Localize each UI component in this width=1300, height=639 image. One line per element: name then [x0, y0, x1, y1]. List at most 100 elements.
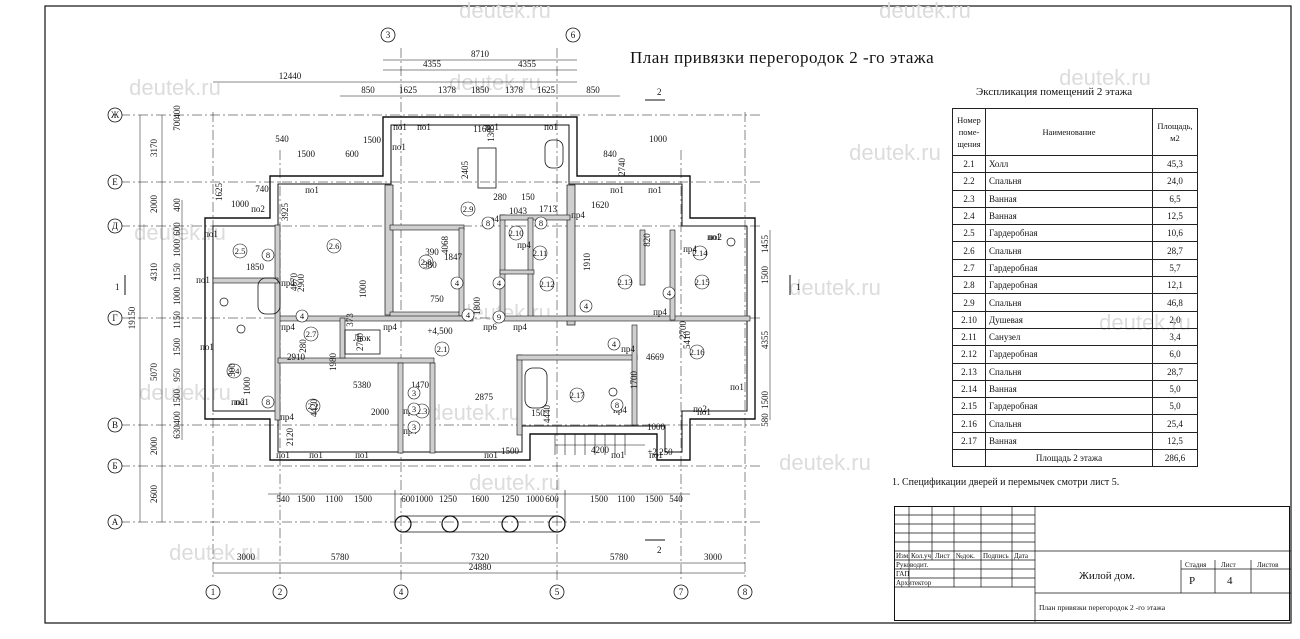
sheet-value: 4: [1227, 575, 1233, 587]
door-marker-circle: [492, 310, 506, 324]
opening-po: по1: [707, 232, 721, 242]
sheet-frame: [44, 5, 1292, 624]
axis-bubble: [107, 107, 123, 123]
col-date: Дата: [1014, 552, 1028, 560]
explication-header-row: Номер поме- щения Наименование Площадь, …: [952, 108, 1198, 156]
room-dimension: 1000: [231, 199, 250, 209]
room-label-circle: [539, 276, 555, 292]
opening-po: по1: [235, 397, 249, 407]
opening-po: по1: [730, 382, 744, 392]
door-marker-circle: [492, 276, 506, 290]
col-list: Лист: [935, 552, 950, 560]
room-name: Спальня: [985, 241, 1153, 260]
room-area: 2,0: [1152, 310, 1198, 329]
opening-pr4: пр4: [281, 278, 295, 288]
room-label: 2.2: [308, 401, 319, 411]
room-name: Холл: [985, 154, 1153, 174]
door-marker-circle: [534, 216, 548, 230]
room-dimension: 1700: [629, 371, 639, 390]
room-label-circle: [460, 201, 476, 217]
room-area: 45,3: [1152, 154, 1198, 174]
room-number: 2.13: [952, 362, 986, 381]
dimension-lines: [139, 59, 771, 574]
watermark-text: deutek.ru: [169, 540, 261, 565]
opening-pr4: пр4: [280, 412, 294, 422]
room-dimension: 500: [227, 363, 237, 377]
watermark-text: deutek.ru: [459, 0, 551, 23]
door-marker-circle: [481, 216, 495, 230]
room-dimension: 2405: [460, 161, 470, 180]
room-dimension: 1500: [363, 135, 382, 145]
door-marker-circle: [261, 248, 275, 262]
room-dimension: 1800: [472, 297, 482, 316]
stage-label: Стадия: [1185, 561, 1207, 569]
room-area: 12,5: [1152, 206, 1198, 226]
explication-table: Номер поме- щения Наименование Площадь, …: [952, 108, 1198, 468]
watermark-text: deutek.ru: [134, 220, 226, 245]
col-izm: Изм.: [896, 552, 910, 560]
col-sign: Подпись: [983, 552, 1009, 560]
door-marker: 4: [300, 311, 305, 321]
dim-bottom-chain: 7320: [471, 552, 490, 562]
opening-po: по1: [305, 185, 319, 195]
room-number: 2.16: [952, 414, 986, 433]
watermark-text: deutek.ru: [779, 450, 871, 475]
axis-bubble: [565, 27, 581, 43]
role-architect: Архитектор: [896, 579, 932, 587]
room-name: Спальня: [985, 172, 1153, 191]
axis-bubble: [107, 174, 123, 190]
dim-left-inner: 700: [172, 117, 182, 131]
room-label-circle: [305, 398, 321, 414]
opening-pr4: пр4: [383, 322, 397, 332]
dim-top-chain: 850: [361, 85, 375, 95]
dim-top-half: 4355: [518, 59, 537, 69]
dim-bottom-inner: 540: [276, 494, 290, 504]
room-area: 12,1: [1152, 276, 1198, 295]
dim-bottom-inner: 1250: [439, 494, 458, 504]
dim-bottom-inner: 1500: [354, 494, 373, 504]
room-area: 28,7: [1152, 362, 1198, 381]
stage-value: Р: [1189, 575, 1196, 587]
axis-label: Ж: [111, 110, 120, 120]
door-marker-circle: [579, 299, 593, 313]
room-label-circle: [434, 341, 450, 357]
spec-note: 1. Спецификации дверей и перемычек смотр…: [892, 477, 1120, 488]
dim-right-chain: 1500: [760, 391, 770, 410]
room-name: Гардеробная: [985, 276, 1153, 295]
dim-top-total: 8710: [471, 49, 490, 59]
room-number: 2.7: [952, 258, 986, 278]
dim-right-chain: 1455: [760, 235, 770, 254]
dim-bottom-inner: 1500: [645, 494, 664, 504]
room-label: 2.9: [463, 204, 474, 214]
room-dimension: 2900: [296, 274, 306, 293]
opening-pr4: пр4: [571, 210, 585, 220]
room-name: Гардеробная: [985, 224, 1153, 243]
header-room-area: Площадь, м2: [1152, 108, 1198, 156]
dim-bottom-chain: 5780: [610, 552, 629, 562]
axis-label: 6: [571, 30, 576, 40]
dim-top-chain: 1625: [537, 85, 556, 95]
role-gap: ГАП: [896, 570, 910, 578]
dim-left-chain: 4310: [149, 263, 159, 282]
room-dimension: 5410: [682, 331, 692, 350]
room-dimension: 2910: [287, 352, 306, 362]
room-dimension: 540: [275, 134, 289, 144]
room-area: 5,7: [1152, 258, 1198, 278]
room-label: 2.6: [329, 241, 340, 251]
dim-left-inner: 1000: [172, 287, 182, 306]
axis-bubble: [107, 310, 123, 326]
dim-top-chain: 1625: [399, 85, 418, 95]
room-number: 2.8: [952, 276, 986, 295]
axis-label: Е: [112, 177, 118, 187]
dim-bottom-inner: 1000: [415, 494, 434, 504]
